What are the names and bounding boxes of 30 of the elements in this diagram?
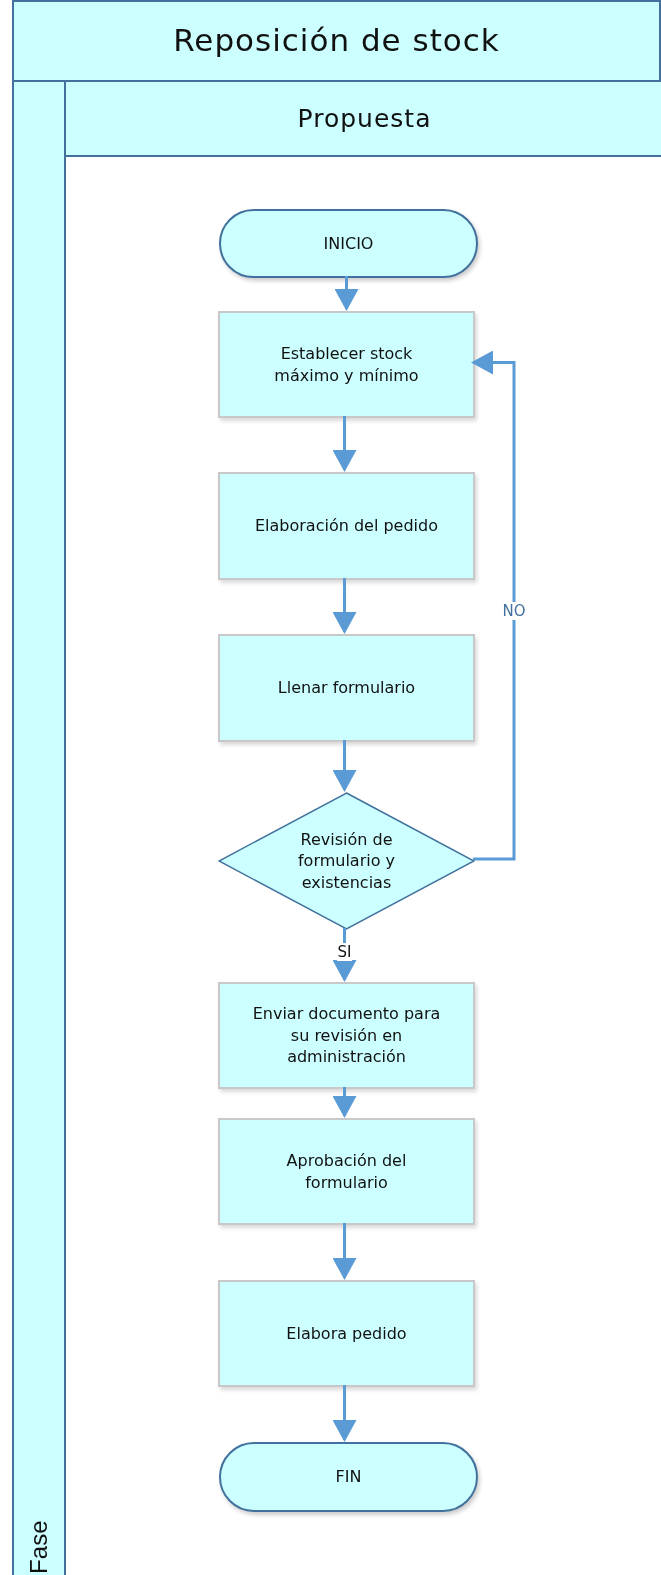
decision-diamond: [218, 792, 475, 930]
node-label: Revisión de formulario y existencias: [296, 828, 397, 894]
process-box: [218, 311, 475, 418]
node-label: Enviar documento para su revisión en administración: [251, 1003, 442, 1068]
process-box: [218, 634, 475, 742]
node-label: Elaboración del pedido: [254, 515, 439, 537]
node-label: Llenar formulario: [276, 677, 417, 699]
arrow: [471, 350, 516, 861]
arrow: [332, 1223, 357, 1280]
arrow: [334, 276, 359, 311]
arrow: [332, 740, 357, 792]
arrow: [332, 578, 357, 634]
terminator: [219, 1442, 478, 1512]
arrow: [332, 1385, 357, 1442]
phase-label: Fase: [24, 1519, 54, 1575]
node-label: Establecer stock máximo y mínimo: [273, 342, 420, 387]
lane-header: Propuesta: [66, 82, 661, 157]
process-box: [218, 1118, 475, 1225]
node-label: FIN: [334, 1466, 363, 1488]
arrow: [332, 1087, 357, 1118]
phase-column: [14, 82, 66, 1575]
process-box: [218, 1280, 475, 1387]
process-box: [218, 472, 475, 580]
arrow: [332, 416, 357, 472]
terminator: [219, 209, 478, 278]
node-label: Elabora pedido: [285, 1322, 408, 1345]
node-label: Aprobación del formulario: [285, 1149, 408, 1194]
arrow: [332, 928, 357, 982]
node-label: INICIO: [322, 232, 375, 255]
process-box: [218, 982, 475, 1089]
